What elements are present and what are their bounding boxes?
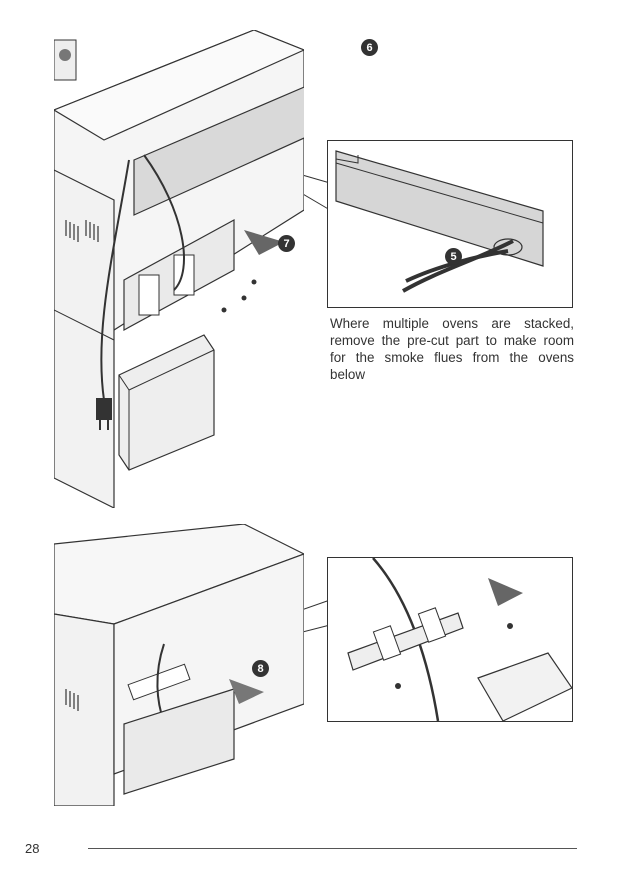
- power-plug-icon: [96, 398, 112, 430]
- junction-box-icon: [118, 334, 215, 471]
- step-5-badge: 5: [445, 248, 462, 265]
- screw-icon: [395, 623, 513, 689]
- pliers-icon: [402, 238, 523, 293]
- step-8-badge: 8: [252, 660, 269, 677]
- arrow-icon: [488, 578, 523, 606]
- step-6-badge: 6: [361, 39, 378, 56]
- footer-rule: [88, 848, 577, 849]
- instruction-caption: Where multiple ovens are stacked, remove…: [330, 316, 574, 382]
- oven-top-illustration: [52, 29, 364, 509]
- inset-cut-detail: 5: [327, 140, 573, 308]
- oven-bottom-illustration: [53, 523, 306, 807]
- page-number: 28: [25, 841, 40, 856]
- inset-bracket-detail: [327, 557, 573, 722]
- step-7-badge: 7: [278, 235, 295, 252]
